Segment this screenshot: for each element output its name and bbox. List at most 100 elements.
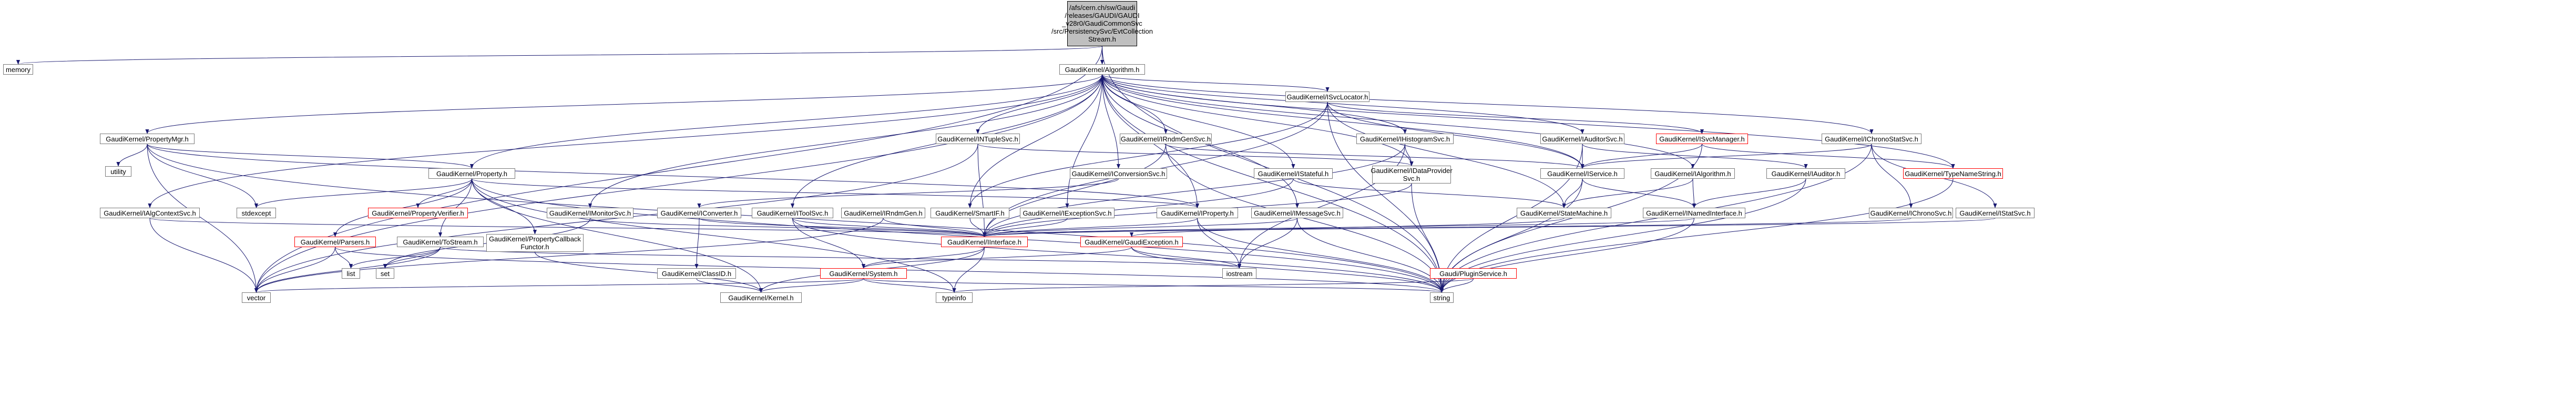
node-itoolsvc[interactable]: GaudiKernel/IToolSvc.h bbox=[752, 208, 833, 218]
node-iconverter[interactable]: GaudiKernel/IConverter.h bbox=[657, 208, 741, 218]
edge-property-to-stdexcept bbox=[254, 178, 472, 208]
node-propertyverifier[interactable]: GaudiKernel/PropertyVerifier.h bbox=[368, 208, 468, 218]
node-ntuplesvc[interactable]: GaudiKernel/INTupleSvc.h bbox=[936, 134, 1020, 144]
node-irndmgen[interactable]: GaudiKernel/IRndmGen.h bbox=[841, 208, 925, 218]
edge-iproperty-to-string bbox=[1197, 218, 1444, 293]
edge-algorithm-to-imonitorsvc bbox=[588, 74, 1102, 208]
edge-system-to-kernel bbox=[759, 278, 864, 293]
edge-algorithm-to-svclocator bbox=[1102, 74, 1330, 92]
edge-ialgorithm-to-statemachine bbox=[1562, 178, 1693, 208]
edge-system-to-vector bbox=[254, 278, 864, 293]
node-smartif[interactable]: GaudiKernel/SmartIF.h bbox=[931, 208, 1009, 218]
node-classid[interactable]: GaudiKernel/ClassID.h bbox=[657, 268, 736, 279]
node-istatsvc[interactable]: GaudiKernel/IStatSvc.h bbox=[1956, 208, 2035, 218]
node-statemachine[interactable]: GaudiKernel/StateMachine.h bbox=[1517, 208, 1611, 218]
edge-ichronosvc-to-iinterface bbox=[983, 218, 1911, 237]
edge-algorithm-to-property bbox=[470, 74, 1102, 169]
root-node-evtcollectionstream[interactable]: /afs/cern.ch/sw/Gaudi /releases/GAUDI/GA… bbox=[1051, 1, 1153, 46]
edge-classid-to-kernel bbox=[696, 278, 763, 293]
edge-algorithm-to-typenamestring bbox=[1102, 74, 1955, 169]
edge-istatsvc-to-iinterface bbox=[983, 218, 1996, 237]
edge-algorithm-to-dataprovidersvc bbox=[1102, 74, 1414, 166]
node-gaudiexception[interactable]: GaudiKernel/GaudiException.h bbox=[1080, 237, 1183, 247]
edge-iauditor-to-inamedinterface bbox=[1692, 178, 1806, 208]
node-iostream[interactable]: iostream bbox=[1222, 268, 1256, 279]
node-imessagesvc[interactable]: GaudiKernel/IMessageSvc.h bbox=[1251, 208, 1343, 218]
edge-algorithm-to-vector bbox=[254, 74, 1102, 293]
edge-iinterface-to-system bbox=[861, 247, 985, 269]
node-conversionsvc[interactable]: GaudiKernel/IConversionSvc.h bbox=[1070, 168, 1167, 179]
node-chronostatsvc[interactable]: GaudiKernel/IChronoStatSvc.h bbox=[1822, 134, 1921, 144]
node-vector[interactable]: vector bbox=[242, 292, 271, 303]
edge-gaudiexception-to-system bbox=[862, 247, 1132, 269]
node-iinterface[interactable]: GaudiKernel/IInterface.h bbox=[941, 237, 1028, 247]
node-memory[interactable]: memory bbox=[3, 64, 33, 75]
node-svclocator[interactable]: GaudiKernel/ISvcLocator.h bbox=[1285, 91, 1369, 102]
node-ialgorithm[interactable]: GaudiKernel/IAlgorithm.h bbox=[1651, 168, 1735, 179]
edge-auditorsvc-to-iauditor bbox=[1582, 144, 1808, 169]
node-auditorsvc[interactable]: GaudiKernel/IAuditorSvc.h bbox=[1540, 134, 1624, 144]
node-iservice[interactable]: GaudiKernel/IService.h bbox=[1540, 168, 1624, 179]
node-rndmgensvc[interactable]: GaudiKernel/IRndmGenSvc.h bbox=[1120, 134, 1212, 144]
node-pluginservice[interactable]: Gaudi/PluginService.h bbox=[1430, 268, 1517, 279]
edge-imessagesvc-to-iinterface bbox=[983, 218, 1297, 237]
node-dataprovidersvc[interactable]: GaudiKernel/IDataProvider Svc.h bbox=[1371, 166, 1453, 184]
edge-property-to-iproperty bbox=[472, 178, 1199, 208]
node-propertycallback[interactable]: GaudiKernel/PropertyCallback Functor.h bbox=[486, 234, 584, 252]
node-kernel[interactable]: GaudiKernel/Kernel.h bbox=[720, 292, 802, 303]
edge-system-to-string bbox=[863, 278, 1444, 293]
edge-pluginservice-to-typeinfo bbox=[953, 278, 1474, 293]
node-propertymgr[interactable]: GaudiKernel/PropertyMgr.h bbox=[100, 134, 195, 144]
node-imonitorsvc[interactable]: GaudiKernel/IMonitorSvc.h bbox=[547, 208, 633, 218]
edge-chronostatsvc-to-string bbox=[1439, 144, 1872, 293]
edge-propertymgr-to-utility bbox=[116, 144, 148, 167]
edge-algorithm-to-ialgorithm bbox=[1102, 74, 1695, 169]
edge-algcontextsvc-to-vector bbox=[149, 218, 259, 293]
node-stdexcept[interactable]: stdexcept bbox=[237, 208, 276, 218]
edge-ialgorithm-to-inamedinterface bbox=[1692, 178, 1696, 208]
node-tostream[interactable]: GaudiKernel/ToStream.h bbox=[397, 237, 484, 247]
edge-chronostatsvc-to-iservice bbox=[1580, 144, 1872, 169]
edge-itoolsvc-to-string bbox=[792, 218, 1444, 293]
node-list[interactable]: list bbox=[342, 268, 360, 279]
node-iproperty[interactable]: GaudiKernel/IProperty.h bbox=[1157, 208, 1238, 218]
edge-iproperty-to-iostream bbox=[1197, 218, 1242, 269]
edge-svclocator-to-iservice bbox=[1327, 101, 1585, 169]
edge-iconverter-to-iinterface bbox=[699, 218, 986, 237]
node-ichronosvc[interactable]: GaudiKernel/IChronoSvc.h bbox=[1869, 208, 1953, 218]
edge-property-to-string bbox=[472, 178, 1444, 293]
edge-svcmanager-to-typenamestring bbox=[1702, 144, 1955, 169]
edge-algorithm-to-iexceptionsvc bbox=[1065, 74, 1102, 208]
edge-propertymgr-to-string bbox=[147, 144, 1444, 293]
node-utility[interactable]: utility bbox=[105, 166, 131, 177]
node-typeinfo[interactable]: typeinfo bbox=[936, 292, 973, 303]
edge-system-to-typeinfo bbox=[863, 278, 956, 293]
node-algorithm[interactable]: GaudiKernel/Algorithm.h bbox=[1059, 64, 1145, 75]
edge-histogramsvc-to-iinterface bbox=[982, 144, 1405, 237]
node-algcontextsvc[interactable]: GaudiKernel/IAlgContextSvc.h bbox=[100, 208, 200, 218]
edge-statefulh-to-iinterface bbox=[982, 178, 1294, 237]
node-parsers[interactable]: GaudiKernel/Parsers.h bbox=[294, 237, 376, 247]
edge-algorithm-to-ntuplesvc bbox=[976, 74, 1102, 134]
edge-svclocator-to-svcmanager bbox=[1327, 101, 1704, 134]
node-iexceptionsvc[interactable]: GaudiKernel/IExceptionSvc.h bbox=[1020, 208, 1115, 218]
edge-iservice-to-statemachine bbox=[1562, 178, 1583, 208]
node-histogramsvc[interactable]: GaudiKernel/IHistogramSvc.h bbox=[1356, 134, 1454, 144]
node-statefulh[interactable]: GaudiKernel/IStateful.h bbox=[1254, 168, 1333, 179]
edge-gaudiexception-to-string bbox=[1131, 247, 1444, 293]
edge-algorithm-to-smartif bbox=[968, 74, 1102, 208]
node-string[interactable]: string bbox=[1430, 292, 1454, 303]
edge-tostream-to-list bbox=[349, 247, 441, 269]
node-set[interactable]: set bbox=[376, 268, 394, 279]
edge-imessagesvc-to-iostream bbox=[1237, 218, 1297, 269]
node-iauditor[interactable]: GaudiKernel/IAuditor.h bbox=[1766, 168, 1845, 179]
edge-iconverter-to-classid bbox=[694, 218, 700, 269]
node-system[interactable]: GaudiKernel/System.h bbox=[820, 268, 907, 279]
edge-algorithm-to-conversionsvc bbox=[1102, 74, 1121, 169]
edge-chronostatsvc-to-ichronosvc bbox=[1871, 144, 1913, 208]
node-svcmanager[interactable]: GaudiKernel/ISvcManager.h bbox=[1656, 134, 1748, 144]
edge-propertymgr-to-property bbox=[147, 144, 474, 169]
node-property[interactable]: GaudiKernel/Property.h bbox=[428, 168, 515, 179]
node-typenamestring[interactable]: GaudiKernel/TypeNameString.h bbox=[1903, 168, 2003, 179]
node-inamedinterface[interactable]: GaudiKernel/INamedInterface.h bbox=[1643, 208, 1745, 218]
